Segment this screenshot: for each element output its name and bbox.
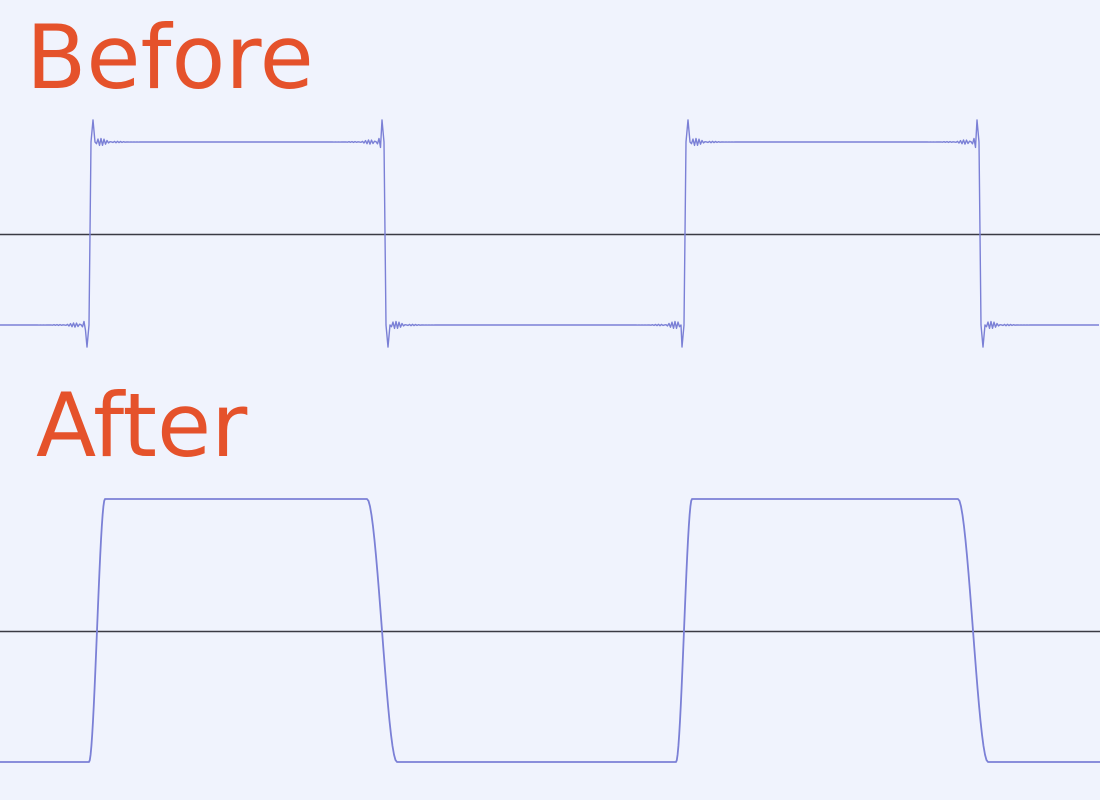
after-label: After bbox=[36, 374, 248, 477]
waveform-before bbox=[0, 119, 1099, 348]
waveform-after bbox=[0, 498, 1100, 763]
before-label: Before bbox=[26, 6, 314, 109]
